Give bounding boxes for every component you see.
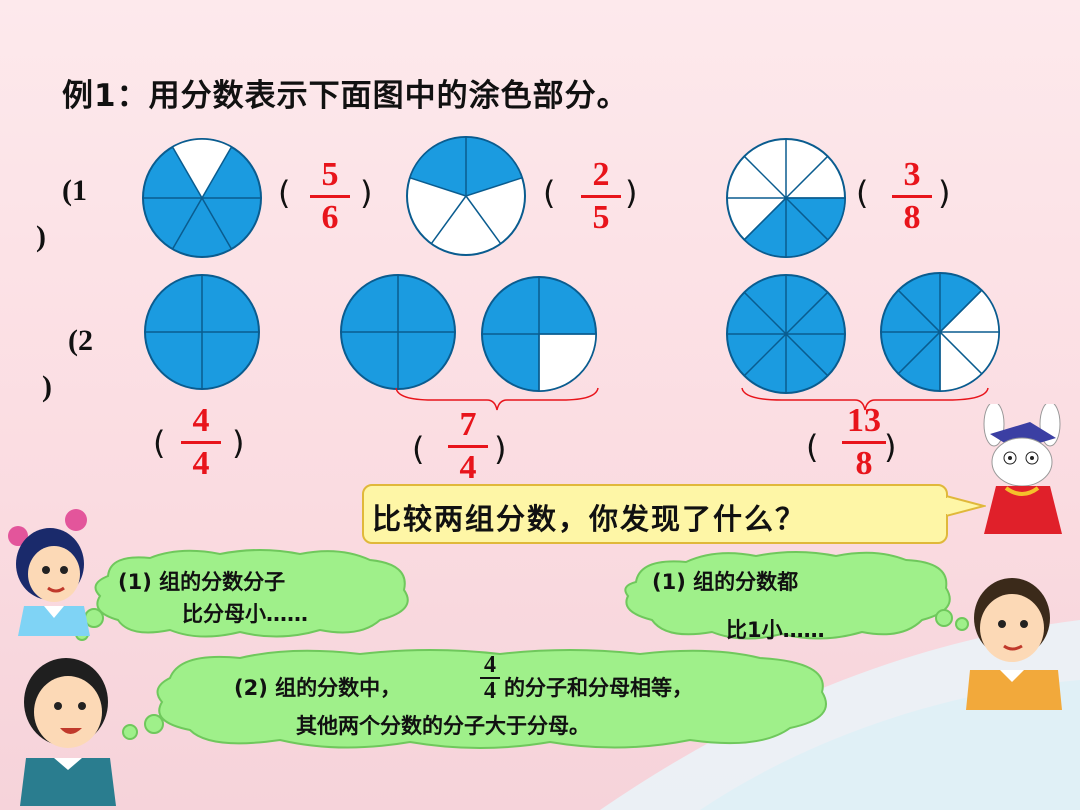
- paren-open: (: [153, 424, 166, 462]
- bubble-right-line1: (1) 组的分数都: [652, 570, 799, 594]
- thought-bubble-right: [624, 551, 969, 640]
- thought-bubble-bottom: [122, 649, 827, 749]
- pie-eight-eighths: [726, 274, 846, 394]
- paren-close: ): [494, 430, 507, 468]
- bubble-bottom-line1b: 的分子和分母相等，: [504, 676, 693, 700]
- paren-close: ): [938, 174, 951, 212]
- row2-label: (2 ): [42, 324, 93, 403]
- bubble-bottom-line1a: (2) 组的分数中，: [234, 676, 402, 700]
- rabbit-character: [983, 404, 1062, 534]
- boy-character-left: [20, 658, 116, 806]
- pie-four-quarters: [144, 274, 260, 390]
- pie-five-eighths: [880, 272, 1000, 392]
- paren-open: (: [412, 430, 425, 468]
- brace-group-three: [741, 387, 989, 411]
- paren-open: (: [856, 174, 869, 212]
- question-callout: 比较两组分数，你发现了什么？: [362, 484, 948, 544]
- row1-label: (1 ): [36, 174, 87, 253]
- brace-group-two: [395, 387, 599, 411]
- boy-character-right: [966, 578, 1062, 710]
- paren-close: ): [884, 428, 897, 466]
- paren-open: (: [806, 428, 819, 466]
- paren-close: ): [232, 424, 245, 462]
- paren-open: (: [543, 174, 556, 212]
- pie-two-fifths: [406, 136, 526, 256]
- page-title: 例1：用分数表示下面图中的涂色部分。: [62, 78, 629, 114]
- bubble-left-line2: 比分母小……: [182, 602, 308, 626]
- paren-close: ): [625, 174, 638, 212]
- bubble-left-line1: (1) 组的分数分子: [118, 570, 286, 594]
- pie-five-sixths: [142, 138, 262, 258]
- bubble-right-line2: 比1小……: [726, 618, 825, 642]
- pie-four-quarters: [340, 274, 456, 390]
- bubble-bottom-line2: 其他两个分数的分子大于分母。: [296, 714, 590, 738]
- paren-close: ): [360, 174, 373, 212]
- callout-text: 比较两组分数，你发现了什么？: [372, 502, 807, 536]
- thought-bubble-left: [75, 549, 409, 641]
- paren-open: (: [278, 174, 291, 212]
- callout-pointer: [946, 494, 986, 518]
- girl-character: [8, 509, 90, 636]
- pie-three-quarters: [481, 276, 597, 392]
- pie-three-eighths: [726, 138, 846, 258]
